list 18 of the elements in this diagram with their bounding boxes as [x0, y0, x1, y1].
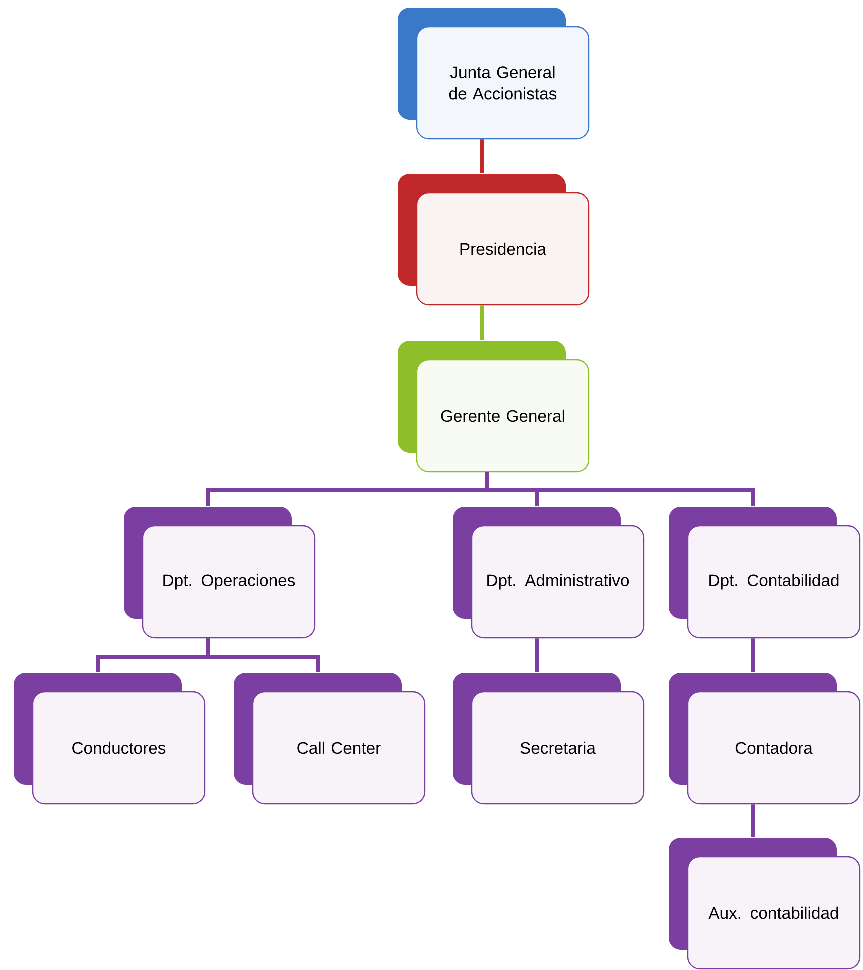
connector-line: [535, 638, 539, 672]
connector-line: [751, 638, 755, 672]
org-box: Aux. contabilidad: [669, 838, 861, 970]
org-box: Dpt. Administrativo: [453, 507, 645, 639]
org-box: Call Center: [234, 673, 426, 805]
org-box: Dpt. Operaciones: [124, 507, 316, 639]
org-box: Gerente General: [398, 341, 590, 473]
org-box: Junta General de Accionistas: [398, 8, 590, 140]
connector-line: [480, 306, 484, 340]
org-box: Presidencia: [398, 174, 590, 306]
org-box: Conductores: [14, 673, 206, 805]
org-box: Contadora: [669, 673, 861, 805]
org-box: Secretaria: [453, 673, 645, 805]
connector-line: [751, 804, 755, 838]
org-box: Dpt. Contabilidad: [669, 507, 861, 639]
connector-line: [206, 638, 320, 672]
connector-line: [485, 472, 755, 506]
connector-line: [480, 140, 484, 174]
